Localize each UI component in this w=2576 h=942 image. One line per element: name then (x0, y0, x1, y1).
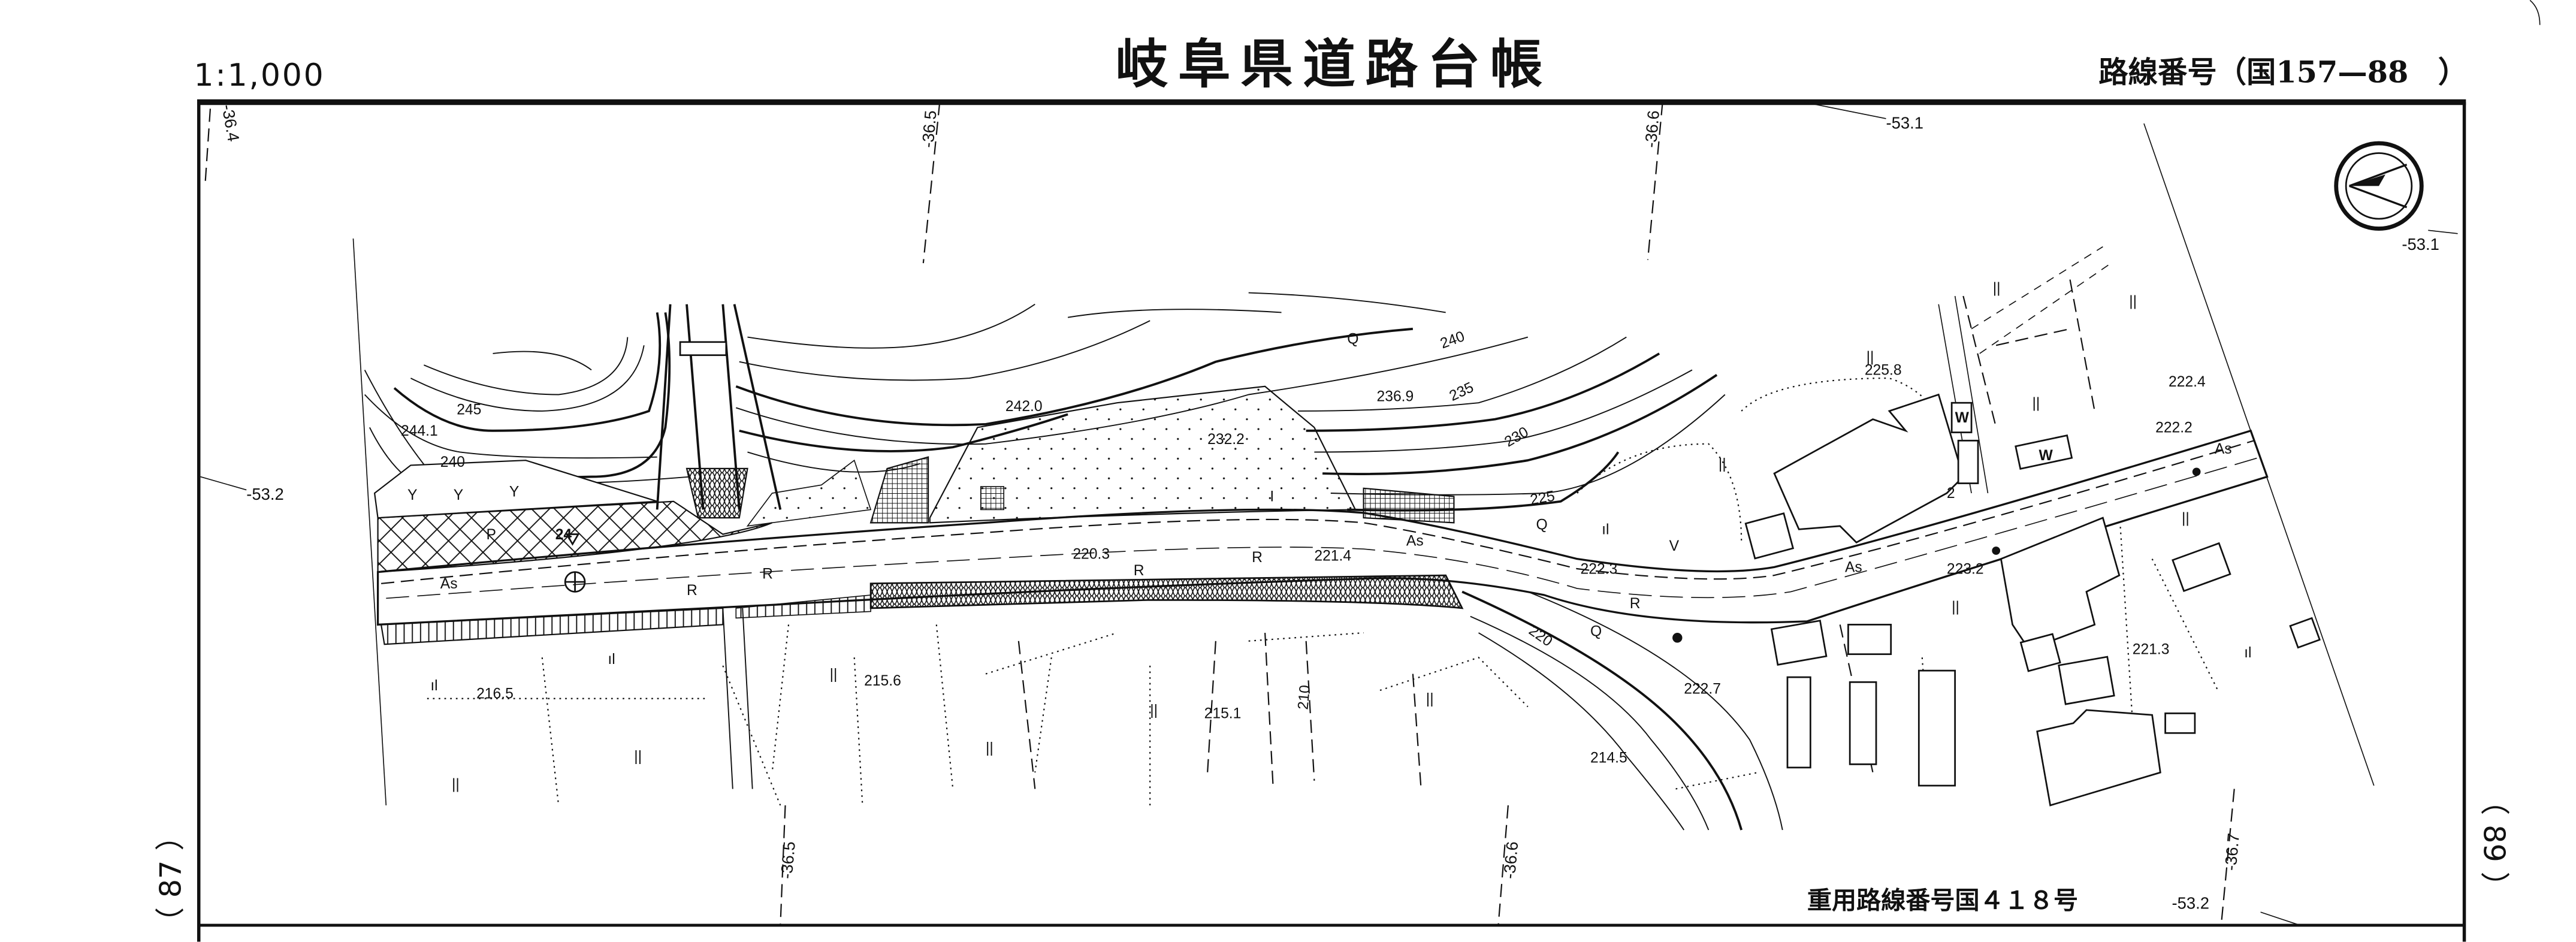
broadleaf-tree-symbol: Q (1536, 517, 1547, 533)
field-symbol: || (1150, 702, 1158, 718)
elevation-label: 215.6 (864, 673, 901, 689)
topographic-map (352, 123, 2375, 831)
left-sheet-number: （ 87 ） (153, 821, 188, 937)
retaining-wall-symbol: R (1630, 596, 1641, 612)
elevation-label: 225.8 (1865, 363, 1902, 379)
grid-label: -36.5 (918, 110, 940, 149)
paddy-symbol: ıl (1602, 522, 1609, 538)
field-symbol: || (2129, 293, 2137, 309)
field-symbol: || (1426, 691, 1434, 707)
page-title: 岐阜県道路台帳 (1116, 34, 1553, 95)
field-symbol: || (830, 666, 838, 683)
elevation-label: 223.2 (1947, 561, 1984, 577)
retaining-wall-symbol: R (1134, 563, 1144, 579)
surface-label-asphalt: As (440, 576, 458, 592)
wasteland-symbol: Y (454, 487, 463, 503)
grid-lines (200, 101, 2458, 926)
surface-label-asphalt: As (2215, 441, 2232, 457)
elevation-label: 221.3 (2133, 642, 2170, 658)
field-symbol: || (1867, 349, 1874, 366)
elevation-label: 240 (440, 454, 465, 470)
grid-label: -36.4 (218, 103, 243, 143)
north-arrow-icon (2334, 141, 2424, 231)
elevation-label: 244.1 (401, 423, 438, 439)
elevation-label: 222.3 (1581, 561, 1618, 577)
wasteland-symbol: Y (509, 484, 519, 500)
grid-label: -36.5 (777, 841, 799, 880)
field-symbol: || (634, 748, 642, 765)
grid-label: -36.6 (1641, 110, 1663, 149)
overlap-route-coord: -53.2 (2172, 894, 2209, 913)
map-letter: I (1270, 489, 1274, 505)
elevation-label: 214.5 (1590, 750, 1627, 766)
field-symbol: || (1993, 280, 2001, 297)
map-symbols: As As As As P 24 R R R R R Y Y Y W W 2 |… (407, 280, 2252, 793)
elevation-label: 216.5 (476, 686, 514, 702)
route-number: 路線番号（国157—88 ） (2098, 55, 2468, 90)
floor-count-label: 2 (1947, 485, 1955, 502)
field-symbol: || (1952, 599, 1959, 615)
elevation-label: 222.7 (1684, 681, 1721, 698)
retaining-wall-symbol: R (762, 566, 773, 582)
wasteland-symbol: Y (407, 487, 417, 503)
elevation-label: 215.1 (1204, 706, 1242, 722)
paddy-symbol: ıl (608, 651, 615, 668)
elevation-label: 242.0 (1005, 398, 1043, 415)
grid-label: -36.6 (1500, 841, 1521, 880)
elevation-label: 230 (1502, 424, 1531, 450)
water-tank-symbol: W (1955, 410, 1970, 426)
broadleaf-tree-symbol: Q (1347, 331, 1358, 348)
surface-label-asphalt: As (1845, 560, 1862, 576)
elevation-label: 221.4 (1314, 548, 1351, 564)
surface-label-asphalt: As (1406, 533, 1424, 550)
water-tank-symbol: W (2039, 448, 2053, 464)
elevation-label: 240 (1438, 328, 1467, 352)
field-symbol: || (2182, 510, 2190, 526)
paddy-symbol: ıl (2244, 645, 2251, 661)
elevation-label: 210 (1295, 684, 1313, 710)
elevation-label: 235 (1447, 379, 1476, 404)
elevation-label: 222.4 (2169, 374, 2206, 390)
km-post-label: 24 (555, 527, 572, 543)
elevation-label: 222.2 (2155, 420, 2193, 436)
grid-label: -36.7 (2221, 832, 2243, 871)
right-sheet-number: （ 89 ） (2477, 786, 2511, 901)
field-symbol: || (986, 740, 993, 756)
elevation-label: 245 (457, 401, 481, 418)
field-symbol: || (2032, 395, 2040, 411)
elevation-label: 232.2 (1207, 431, 1245, 448)
grass-symbol: V (1669, 538, 1680, 554)
elevation-label: 236.9 (1377, 388, 1414, 404)
grid-label: -53.1 (2402, 235, 2439, 253)
field-symbol: || (452, 777, 460, 793)
scale-label: 1:1,000 (194, 58, 325, 93)
grid-label: -53.2 (246, 485, 283, 503)
field-symbol: || (1719, 456, 1726, 472)
parking-symbol: P (487, 527, 496, 543)
retaining-wall-symbol: R (687, 582, 697, 599)
elevation-labels: 245 244.1 240 242.0 232.2 240 236.9 235 … (401, 328, 2206, 766)
map-frame (197, 0, 2541, 942)
retaining-wall-symbol: R (1252, 550, 1263, 566)
elevation-label: 220.3 (1073, 547, 1110, 563)
elevation-label: 225 (1529, 488, 1556, 508)
paddy-symbol: ıl (430, 678, 437, 694)
broadleaf-tree-symbol: Q (1590, 624, 1602, 640)
overlap-route-label: 重用路線番号国４１８号 (1807, 886, 2078, 915)
grid-label: -53.1 (1886, 113, 1923, 132)
